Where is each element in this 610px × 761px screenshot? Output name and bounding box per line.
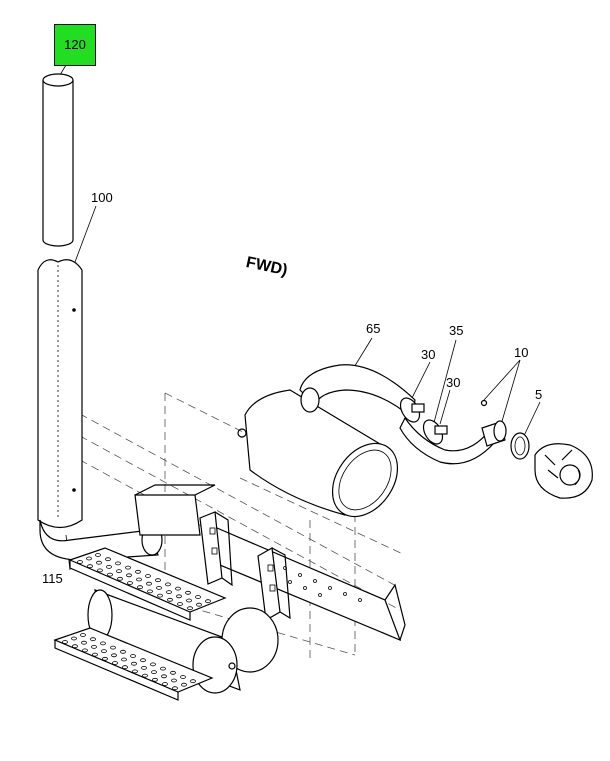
step-hole	[205, 599, 211, 604]
step-hole	[92, 652, 98, 657]
step-hole	[157, 593, 163, 598]
step-hole	[117, 576, 123, 581]
step-hole	[122, 665, 128, 670]
step-hole	[176, 594, 182, 599]
step-hole	[180, 675, 186, 679]
step-hole	[105, 557, 111, 562]
muffler-canister	[237, 389, 399, 518]
step-hole	[152, 677, 158, 682]
step-hole	[115, 561, 121, 566]
step-hole	[112, 661, 118, 665]
step-hole	[141, 666, 147, 670]
step-hole	[82, 648, 88, 653]
step-hole	[126, 573, 132, 578]
step-hole	[96, 560, 102, 565]
callout-10[interactable]: 10	[514, 345, 529, 360]
step-hole	[161, 674, 167, 679]
step-hole	[125, 565, 131, 570]
step-hole	[166, 590, 172, 594]
step-hole	[116, 569, 122, 573]
flex-pipe-35	[399, 416, 496, 465]
step-hole	[195, 595, 201, 599]
turbo-outlet	[534, 443, 593, 499]
lower-step	[53, 627, 214, 701]
callout-35[interactable]: 35	[449, 323, 464, 338]
step-hole	[120, 649, 126, 654]
step-hole	[81, 640, 87, 645]
step-hole	[196, 602, 202, 607]
tailpipe-120	[42, 73, 74, 247]
callout-30-upper[interactable]: 30	[421, 347, 436, 362]
stack-shield-100	[37, 259, 83, 529]
step-hole	[156, 586, 162, 590]
clamp-30-lower	[422, 419, 448, 445]
step-hole	[175, 586, 181, 591]
step-hole	[177, 602, 183, 606]
step-hole	[147, 589, 153, 594]
step-hole	[90, 637, 96, 642]
step-hole	[185, 590, 191, 595]
step-hole	[121, 657, 127, 662]
fitting-10	[480, 399, 507, 447]
step-hole	[142, 673, 148, 678]
step-hole	[151, 670, 157, 674]
step-hole	[97, 568, 103, 573]
step-hole	[167, 597, 173, 602]
step-hole	[172, 686, 178, 691]
step-hole	[150, 662, 156, 667]
step-hole	[181, 682, 187, 687]
step-hole	[145, 574, 151, 578]
step-hole	[132, 669, 138, 674]
step-hole	[146, 581, 152, 586]
callout-30-lower[interactable]: 30	[446, 375, 461, 390]
step-hole	[171, 678, 177, 683]
step-hole	[86, 556, 92, 561]
step-hole	[101, 649, 107, 653]
step-hole	[140, 658, 146, 663]
step-hole	[102, 656, 108, 661]
step-hole	[130, 654, 136, 658]
upper-step	[68, 547, 227, 621]
step-hole	[170, 670, 176, 675]
step-hole	[127, 581, 133, 585]
step-hole	[72, 644, 78, 649]
step-hole	[71, 636, 77, 641]
callout-65[interactable]: 65	[366, 321, 381, 336]
step-hole	[107, 572, 113, 577]
step-hole	[136, 577, 142, 582]
step-hole	[87, 564, 93, 569]
step-hole	[131, 661, 137, 666]
clamp-30-upper	[399, 397, 425, 423]
step-hole	[190, 679, 196, 684]
step-hole	[91, 645, 97, 649]
step-hole	[135, 569, 141, 574]
step-hole	[111, 653, 117, 658]
elbow-pipe-115	[39, 484, 216, 561]
callout-115[interactable]: 115	[42, 571, 63, 586]
step-hole	[137, 585, 143, 590]
step-hole	[80, 633, 86, 637]
callout-5[interactable]: 5	[535, 387, 543, 402]
callout-120[interactable]: 120	[54, 24, 96, 66]
step-hole	[162, 682, 168, 686]
step-hole	[110, 645, 116, 650]
step-hole	[160, 666, 166, 671]
step-hole	[186, 598, 192, 603]
step-hole	[187, 606, 193, 611]
step-hole	[62, 640, 68, 644]
mounting-brackets	[199, 511, 291, 621]
step-hole	[155, 578, 161, 583]
callout-100[interactable]: 100	[91, 190, 113, 205]
step-hole	[100, 641, 106, 646]
step-hole	[95, 553, 101, 557]
step-hole	[106, 565, 112, 569]
seal-ring-5	[510, 432, 530, 460]
step-hole	[165, 582, 171, 587]
step-hole	[77, 560, 83, 564]
